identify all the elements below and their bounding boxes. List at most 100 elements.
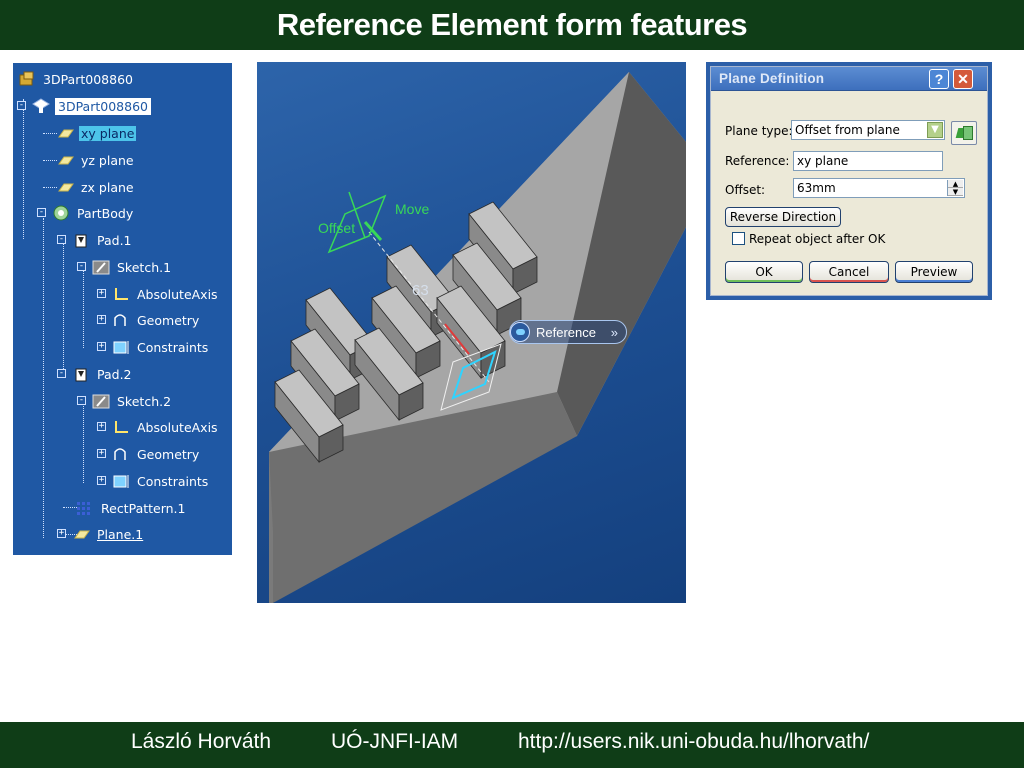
axis-icon (111, 418, 131, 436)
tree-node-constraints-2[interactable]: + Constraints (97, 471, 210, 491)
plane-definition-dialog: Plane Definition ? ✕ Plane type: Offset … (706, 62, 992, 300)
spin-down-icon[interactable]: ▼ (948, 188, 963, 196)
reverse-direction-button[interactable]: Reverse Direction (725, 207, 841, 227)
body-icon (51, 204, 71, 222)
collapse-icon[interactable]: - (37, 207, 46, 217)
help-button[interactable]: ? (929, 69, 949, 89)
expand-icon[interactable]: + (97, 288, 106, 298)
sketch-icon (91, 392, 111, 410)
3d-viewport[interactable]: Offset Move 63 Reference » (257, 62, 686, 603)
ok-button[interactable]: OK (725, 261, 803, 283)
tree-node-part[interactable]: - 3DPart008860 (17, 96, 151, 116)
tree-node-sketch-1[interactable]: - Sketch.1 (77, 257, 173, 277)
collapse-icon[interactable]: - (57, 368, 66, 378)
offset-field[interactable]: 63mm ▲ ▼ (793, 178, 965, 198)
tree-node-geometry-1[interactable]: + Geometry (97, 310, 201, 330)
tree-node-product[interactable]: 3DPart008860 (17, 69, 135, 89)
footer-author: László Horváth (131, 730, 272, 753)
plane-icon (55, 151, 75, 169)
tree-node-absoluteaxis-2[interactable]: + AbsoluteAxis (97, 417, 220, 437)
tree-node-pad-1[interactable]: - Pad.1 (57, 230, 134, 250)
pad-bosses (274, 201, 538, 464)
offset-spinner[interactable]: ▲ ▼ (947, 180, 963, 196)
tree-node-label: Geometry (137, 446, 200, 462)
footer-bar: László Horváth UÓ-JNFI-IAM http://users.… (0, 722, 1024, 768)
tree-node-pad-2[interactable]: - Pad.2 (57, 364, 134, 384)
tree-node-label: Constraints (137, 339, 209, 355)
pad-icon (71, 231, 91, 249)
expand-icon[interactable]: + (97, 341, 106, 351)
tree-node-absoluteaxis-1[interactable]: + AbsoluteAxis (97, 284, 220, 304)
product-icon (17, 70, 37, 88)
chevron-down-icon[interactable]: ▼ (927, 122, 943, 138)
tree-node-label: Pad.2 (97, 366, 132, 382)
chevron-right-icon: » (610, 324, 618, 340)
tree-node-rectpattern-1[interactable]: RectPattern.1 (75, 498, 188, 518)
specification-tree[interactable]: 3DPart008860 - 3DPart008860 xy plane yz … (13, 63, 232, 555)
tree-node-label: Plane.1 (97, 526, 144, 542)
offset-label: Offset (318, 220, 356, 236)
tree-node-plane-1[interactable]: + Plane.1 (57, 524, 145, 544)
expand-icon[interactable]: + (97, 314, 106, 324)
reference-field[interactable]: xy plane (793, 151, 943, 171)
offset-value: 63mm (797, 181, 836, 195)
tree-node-geometry-2[interactable]: + Geometry (97, 444, 201, 464)
offset-dimension-value: 63 (412, 282, 429, 299)
plane-icon (55, 124, 75, 142)
pad-icon (71, 365, 91, 383)
part-icon (31, 97, 51, 115)
close-button[interactable]: ✕ (953, 69, 973, 89)
tree-node-label: Geometry (137, 312, 200, 328)
slide-title: Reference Element form features (276, 7, 748, 42)
collapse-icon[interactable]: - (17, 100, 26, 110)
tree-node-label: Constraints (137, 473, 209, 489)
tree-node-xy-plane[interactable]: xy plane (55, 123, 137, 143)
collapse-icon[interactable]: - (77, 395, 86, 405)
tree-node-label: zx plane (81, 179, 134, 195)
tree-node-label: AbsoluteAxis (137, 419, 218, 435)
expand-icon[interactable]: + (97, 421, 106, 431)
dialog-titlebar[interactable]: Plane Definition ? ✕ (711, 67, 987, 91)
repeat-object-checkbox[interactable] (732, 232, 745, 245)
footer-url[interactable]: http://users.nik.uni-obuda.hu/lhorvath/ (518, 730, 870, 753)
tree-node-yz-plane[interactable]: yz plane (55, 150, 136, 170)
constraints-icon (111, 472, 131, 490)
tree-node-constraints-1[interactable]: + Constraints (97, 337, 210, 357)
tree-node-sketch-2[interactable]: - Sketch.2 (77, 391, 173, 411)
preview-button[interactable]: Preview (895, 261, 973, 283)
plane-icon (55, 178, 75, 196)
tree-node-label: Sketch.2 (117, 393, 172, 409)
expand-icon[interactable]: + (97, 475, 106, 485)
tree-node-label: Sketch.1 (117, 259, 172, 275)
move-label: Move (395, 201, 430, 217)
tree-node-label: RectPattern.1 (101, 500, 186, 516)
reference-tag-label: Reference (536, 324, 596, 340)
offset-arrow (444, 323, 470, 355)
cancel-button[interactable]: Cancel (809, 261, 889, 283)
tree-node-label: 3DPart008860 (43, 71, 133, 87)
tree-node-partbody[interactable]: - PartBody (37, 203, 135, 223)
collapse-icon[interactable]: - (57, 234, 66, 244)
plane-type-icon[interactable] (951, 121, 977, 145)
part-geometry (269, 72, 686, 603)
reference-plane (440, 343, 502, 411)
tree-node-label: Pad.1 (97, 232, 132, 248)
reference-tag[interactable]: Reference » (509, 320, 627, 344)
plane-type-value: Offset from plane (795, 123, 900, 137)
expand-icon[interactable]: + (97, 448, 106, 458)
tree-node-label: xy plane (79, 125, 137, 141)
collapse-icon[interactable]: - (77, 261, 86, 271)
geometry-icon (111, 445, 131, 463)
geometry-icon (111, 311, 131, 329)
plane-icon (71, 525, 91, 543)
tree-node-label: PartBody (77, 205, 134, 221)
pattern-icon (75, 499, 95, 517)
expand-icon[interactable]: + (57, 528, 66, 538)
reference-label: Reference: (725, 154, 790, 168)
tree-node-zx-plane[interactable]: zx plane (55, 177, 136, 197)
dialog-title: Plane Definition (719, 71, 825, 86)
plane-type-select[interactable]: Offset from plane ▼ (791, 120, 945, 140)
spin-up-icon[interactable]: ▲ (948, 180, 963, 188)
offset-plane-manipulator[interactable] (327, 191, 387, 254)
